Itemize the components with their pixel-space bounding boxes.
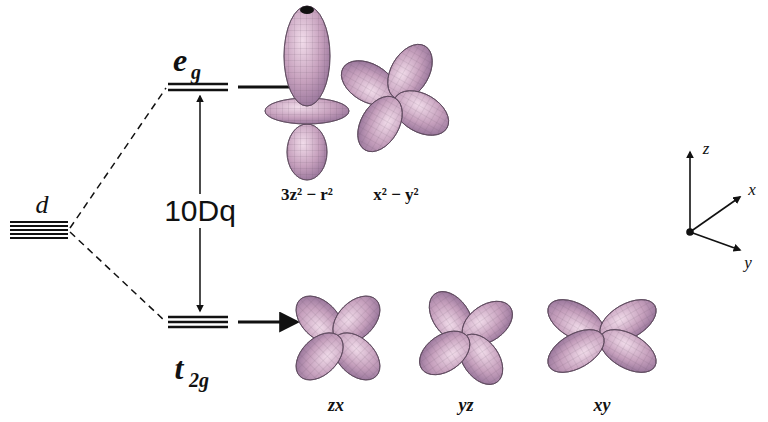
- level-label: t: [175, 352, 184, 384]
- axis-label: z: [703, 140, 710, 157]
- splitting-lines: [70, 88, 166, 322]
- d-level: [10, 222, 68, 238]
- level-label: e: [173, 44, 187, 76]
- dxy-orbital: [541, 291, 664, 381]
- level-subscript: 2g: [189, 370, 209, 390]
- axis-label: y: [744, 254, 752, 271]
- orbital-label: xy: [594, 396, 611, 414]
- eg-level: [168, 84, 228, 90]
- orbital-label: zx: [328, 396, 344, 414]
- dz2-orbital: [265, 6, 349, 180]
- dx2y2-orbital: [334, 37, 457, 160]
- axis-label: x: [748, 181, 756, 198]
- orbital-label: x² − y²: [373, 186, 418, 203]
- pointer-arrow: [238, 321, 296, 324]
- t2g-level: [168, 317, 228, 327]
- level-subscript: g: [191, 62, 201, 82]
- dyz-orbital: [411, 283, 520, 392]
- axes: [687, 152, 740, 250]
- level-label: d: [36, 192, 49, 218]
- orbital-label: 3z² − r²: [281, 186, 333, 203]
- orbital-label: yz: [459, 396, 474, 414]
- gap-label: 10Dq: [161, 194, 239, 228]
- dzx-orbital: [287, 287, 389, 389]
